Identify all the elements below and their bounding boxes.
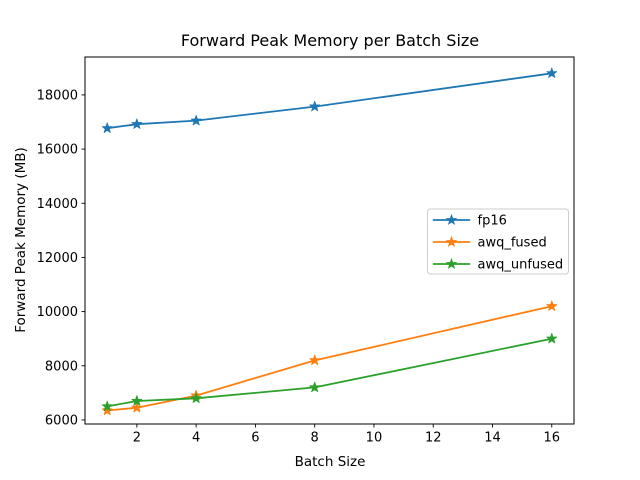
- y-tick-label: 8000: [45, 359, 78, 374]
- legend-label: awq_fused: [478, 236, 547, 251]
- legend-label: fp16: [478, 214, 507, 229]
- x-tick-label: 12: [425, 431, 442, 446]
- data-point-marker-awq_fused: [101, 404, 113, 416]
- data-point-marker-fp16: [546, 67, 558, 78]
- legend-marker-awq_fused: [445, 235, 458, 248]
- y-tick-label: 18000: [37, 88, 78, 103]
- series-line-awq_fused: [106, 305, 553, 412]
- data-point-marker-fp16: [131, 118, 143, 129]
- x-tick-label: 8: [311, 431, 319, 446]
- y-tick-label: 6000: [45, 413, 78, 428]
- data-point-marker-awq_unfused: [309, 381, 321, 393]
- data-point-marker-awq_unfused: [131, 395, 143, 406]
- y-tick-label: 14000: [37, 197, 78, 212]
- x-axis-label: Batch Size: [295, 454, 366, 470]
- legend-marker-awq_unfused: [445, 257, 458, 270]
- axes-frame: [84, 56, 575, 425]
- x-tick-label: 16: [543, 431, 560, 446]
- data-point-marker-fp16: [101, 122, 113, 133]
- x-tick-label: 4: [192, 431, 200, 446]
- data-point-marker-awq_fused: [309, 354, 321, 366]
- series-line-awq_unfused: [106, 337, 553, 408]
- y-tick-label: 12000: [37, 251, 78, 266]
- series-line-fp16: [106, 72, 553, 130]
- data-point-marker-fp16: [309, 100, 321, 112]
- y-tick-label: 10000: [37, 305, 78, 320]
- data-point-marker-fp16: [190, 114, 202, 126]
- y-axis-label: Forward Peak Memory (MB): [13, 147, 29, 333]
- legend-marker-fp16: [445, 213, 458, 226]
- data-point-marker-awq_unfused: [101, 400, 113, 412]
- legend-box: [427, 208, 569, 275]
- data-point-marker-awq_unfused: [546, 332, 558, 344]
- chart-title: Forward Peak Memory per Batch Size: [181, 31, 479, 50]
- x-tick-label: 2: [133, 431, 141, 446]
- y-tick-label: 16000: [37, 143, 78, 158]
- data-point-marker-awq_fused: [546, 300, 558, 311]
- legend-label: awq_unfused: [478, 258, 564, 273]
- x-tick-label: 14: [484, 431, 501, 446]
- data-point-marker-awq_fused: [131, 402, 143, 413]
- x-tick-label: 10: [366, 431, 383, 446]
- data-point-marker-awq_unfused: [190, 392, 202, 403]
- plot-area: 2 4 6 8 10 12 14 16 6000 8000 10000 12000 14000 16000…: [37, 56, 575, 446]
- x-tick-label: 6: [251, 431, 259, 446]
